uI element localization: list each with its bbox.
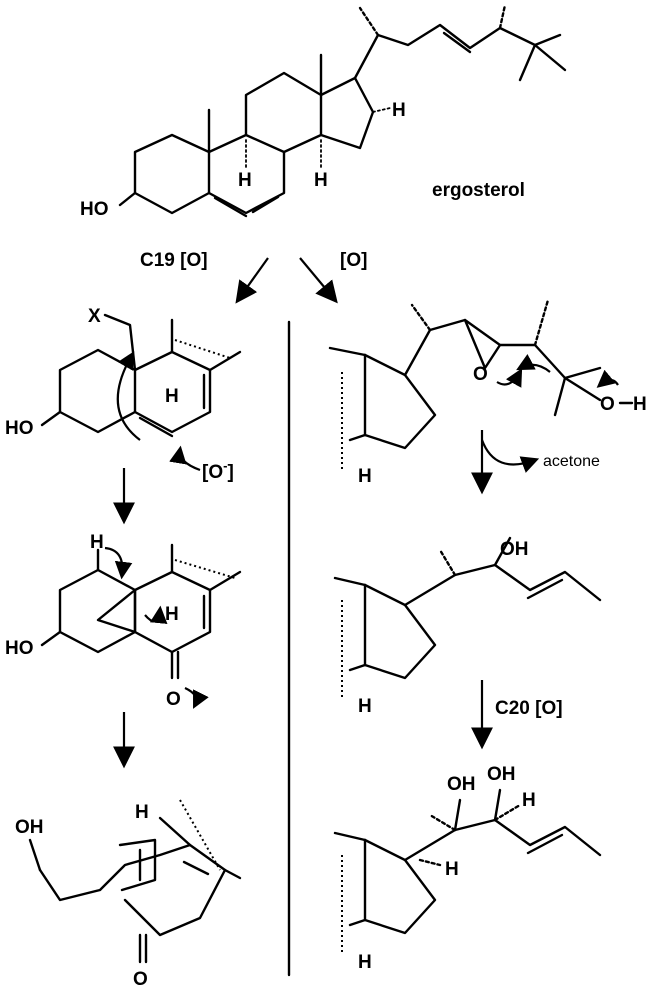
left-intermediate-2: H H O HO	[5, 532, 242, 710]
c19-oxidation-label: C19 [O]	[140, 250, 208, 271]
h-label-r3: H	[358, 952, 372, 973]
left-intermediate-1: X H HO [O-]	[5, 306, 242, 483]
x-label: X	[88, 306, 101, 327]
right-branch-arrow	[299, 257, 338, 304]
h-label-r2: H	[358, 696, 372, 717]
left-branch-arrow	[235, 257, 269, 304]
acetone-label: acetone	[543, 453, 600, 470]
oh-label-r2: OH	[500, 539, 529, 560]
ho-label-2: HO	[5, 638, 34, 659]
h9-label: H	[238, 170, 252, 191]
right-epoxide: H O O H	[328, 298, 647, 487]
ergosterol-ho-label: HO	[80, 199, 109, 220]
product-o-label: O	[133, 969, 148, 987]
h-label-2b: H	[165, 604, 179, 625]
h17-label: H	[392, 100, 406, 121]
right-product: H OH OH H H	[333, 764, 602, 973]
carbonyl-o-label: O	[166, 689, 181, 710]
hydroxyl-h-label: H	[633, 394, 647, 415]
h-label-product: H	[135, 802, 149, 823]
epoxide-o-label: O	[473, 364, 488, 385]
ergosterol-structure: HO H H H ergosterol	[80, 3, 567, 220]
left-product: OH O H	[15, 799, 242, 987]
h-label-r1: H	[358, 466, 372, 487]
oh-label-product: OH	[15, 817, 44, 838]
oxidation-label: [O]	[340, 250, 367, 271]
ergosterol-label: ergosterol	[432, 180, 525, 201]
c20-oxidation-label: C20 [O]	[495, 698, 563, 719]
h-label-2a: H	[90, 532, 104, 553]
o-minus-label: [O-]	[202, 458, 234, 483]
oh-label-r3a: OH	[447, 774, 476, 795]
oh-label-r3b: OH	[487, 764, 516, 785]
acetone-release-arrow	[480, 439, 540, 473]
h-label-r3b: H	[522, 790, 536, 811]
h-label-r3c: H	[445, 859, 459, 880]
h-label-1: H	[165, 386, 179, 407]
right-intermediate: H OH	[333, 536, 602, 717]
ho-label-1: HO	[5, 418, 34, 439]
hydroxyl-o-label: O	[600, 394, 615, 415]
h14-label: H	[314, 170, 328, 191]
